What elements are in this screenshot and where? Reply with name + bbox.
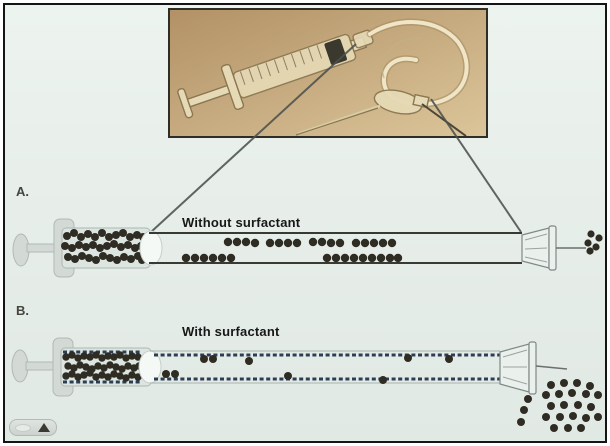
panel-b-label: B.: [16, 303, 29, 318]
syringe-photo-art: [170, 10, 486, 136]
particle-cluster-barrel-a: [61, 229, 147, 264]
barrel-exit-a: [139, 230, 163, 266]
panel-b-schematic: [11, 337, 602, 432]
panel-a-schematic: [12, 218, 603, 278]
syringe-photo: [168, 8, 488, 138]
player-knob-icon: [15, 424, 31, 432]
panel-a-caption: Without surfactant: [182, 215, 301, 230]
callout-line-left: [150, 43, 357, 233]
particles-tube-a-bottom: [181, 253, 403, 263]
player-control[interactable]: [9, 419, 57, 436]
particles-tube-a-top: [223, 237, 397, 248]
needle-hub-b: [499, 341, 568, 395]
plunger-rod-a: [26, 243, 57, 253]
particles-tube-b: [162, 354, 453, 384]
panel-a-label: A.: [16, 184, 29, 199]
callout-line-right: [430, 98, 522, 233]
play-triangle-icon: [38, 423, 50, 432]
photo-needle-hub: [295, 89, 467, 136]
panel-b-caption: With surfactant: [182, 324, 280, 339]
needle-hub-a: [521, 225, 586, 271]
particle-cluster-barrel-b: [62, 351, 143, 382]
particles-needle-a: [584, 230, 603, 255]
photo-tubing-loop: [352, 18, 471, 108]
plunger-rod-b: [25, 361, 56, 371]
particles-expelled-cluster-b: [517, 379, 602, 432]
